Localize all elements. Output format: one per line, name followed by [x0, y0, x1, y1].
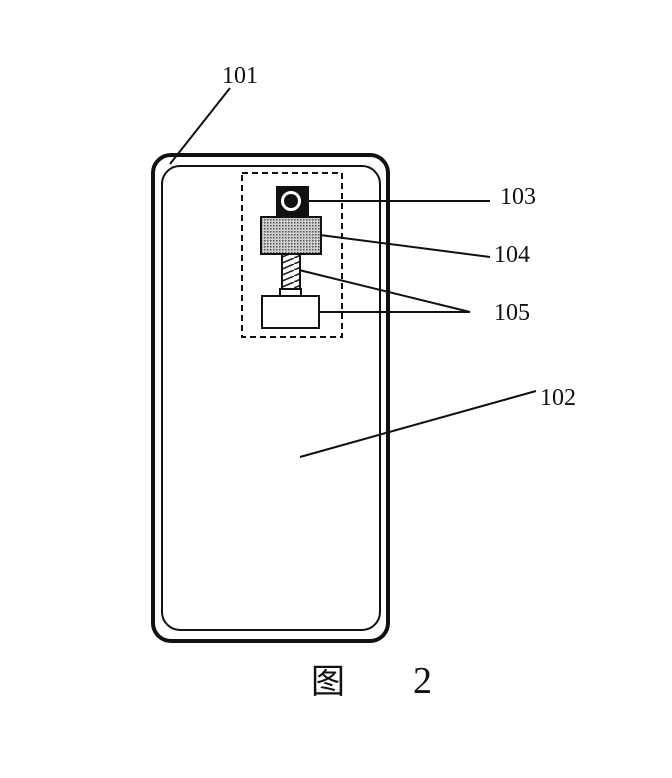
leader-line-101: [169, 87, 231, 165]
camera-region-dashed-box: [241, 172, 343, 338]
base-block: [261, 295, 320, 329]
phone-outer-outline: [151, 153, 390, 643]
leader-line-105-shaft: [298, 269, 471, 313]
leader-line-102: [299, 390, 537, 458]
label-105: 105: [494, 300, 530, 326]
label-102: 102: [540, 385, 576, 411]
camera-lens: [284, 194, 298, 208]
phone-inner-outline: [161, 165, 381, 631]
module-block: [260, 216, 322, 255]
connector-neck: [279, 288, 302, 297]
connector-shaft: [281, 253, 301, 290]
figure-caption-prefix: 图: [311, 662, 345, 702]
label-103: 103: [500, 184, 536, 210]
leader-line-104: [319, 234, 491, 258]
figure-caption-number: 2: [413, 660, 432, 702]
label-104: 104: [494, 242, 530, 268]
label-101: 101: [222, 63, 258, 89]
